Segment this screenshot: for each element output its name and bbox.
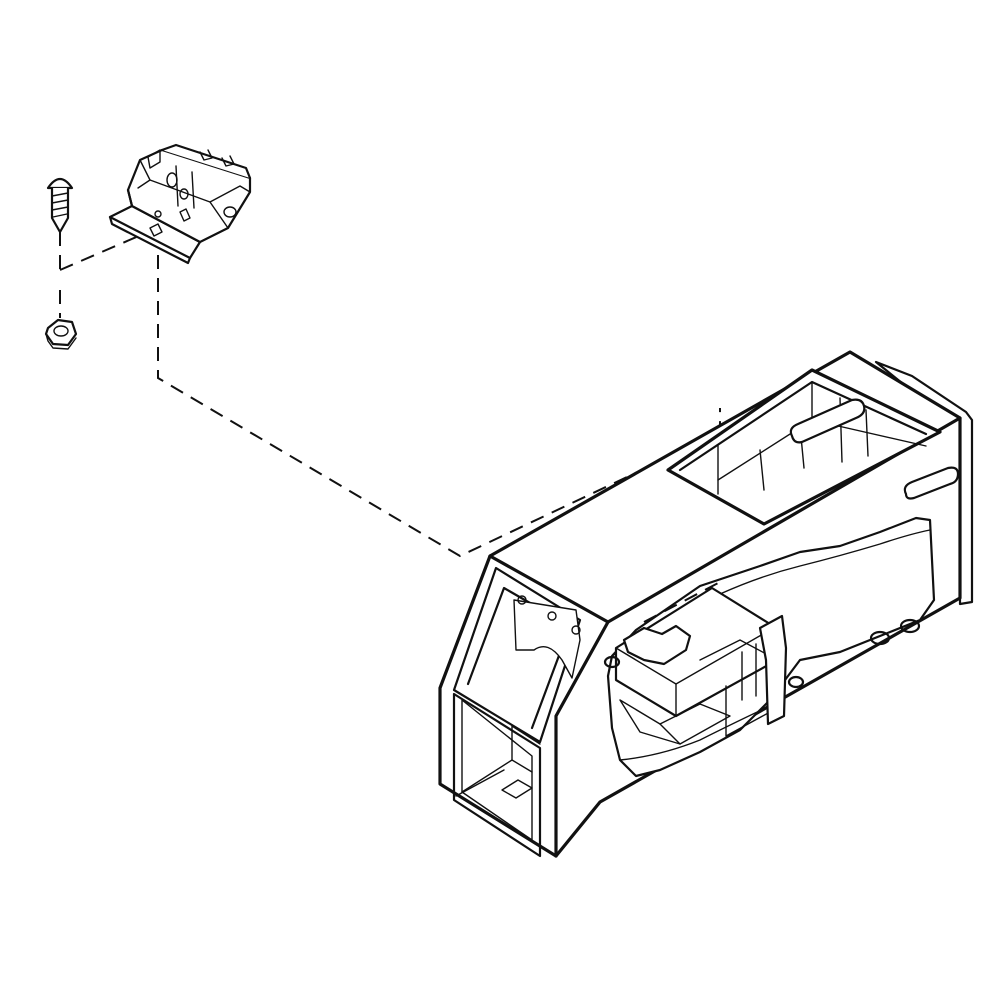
dispenser-housing-icon <box>438 350 974 858</box>
mounting-bracket-icon <box>108 143 252 265</box>
screw-icon <box>46 177 74 234</box>
hex-nut-icon <box>44 318 78 350</box>
screw-to-bracket-guide <box>59 231 149 271</box>
front-upper-opening <box>452 566 582 744</box>
